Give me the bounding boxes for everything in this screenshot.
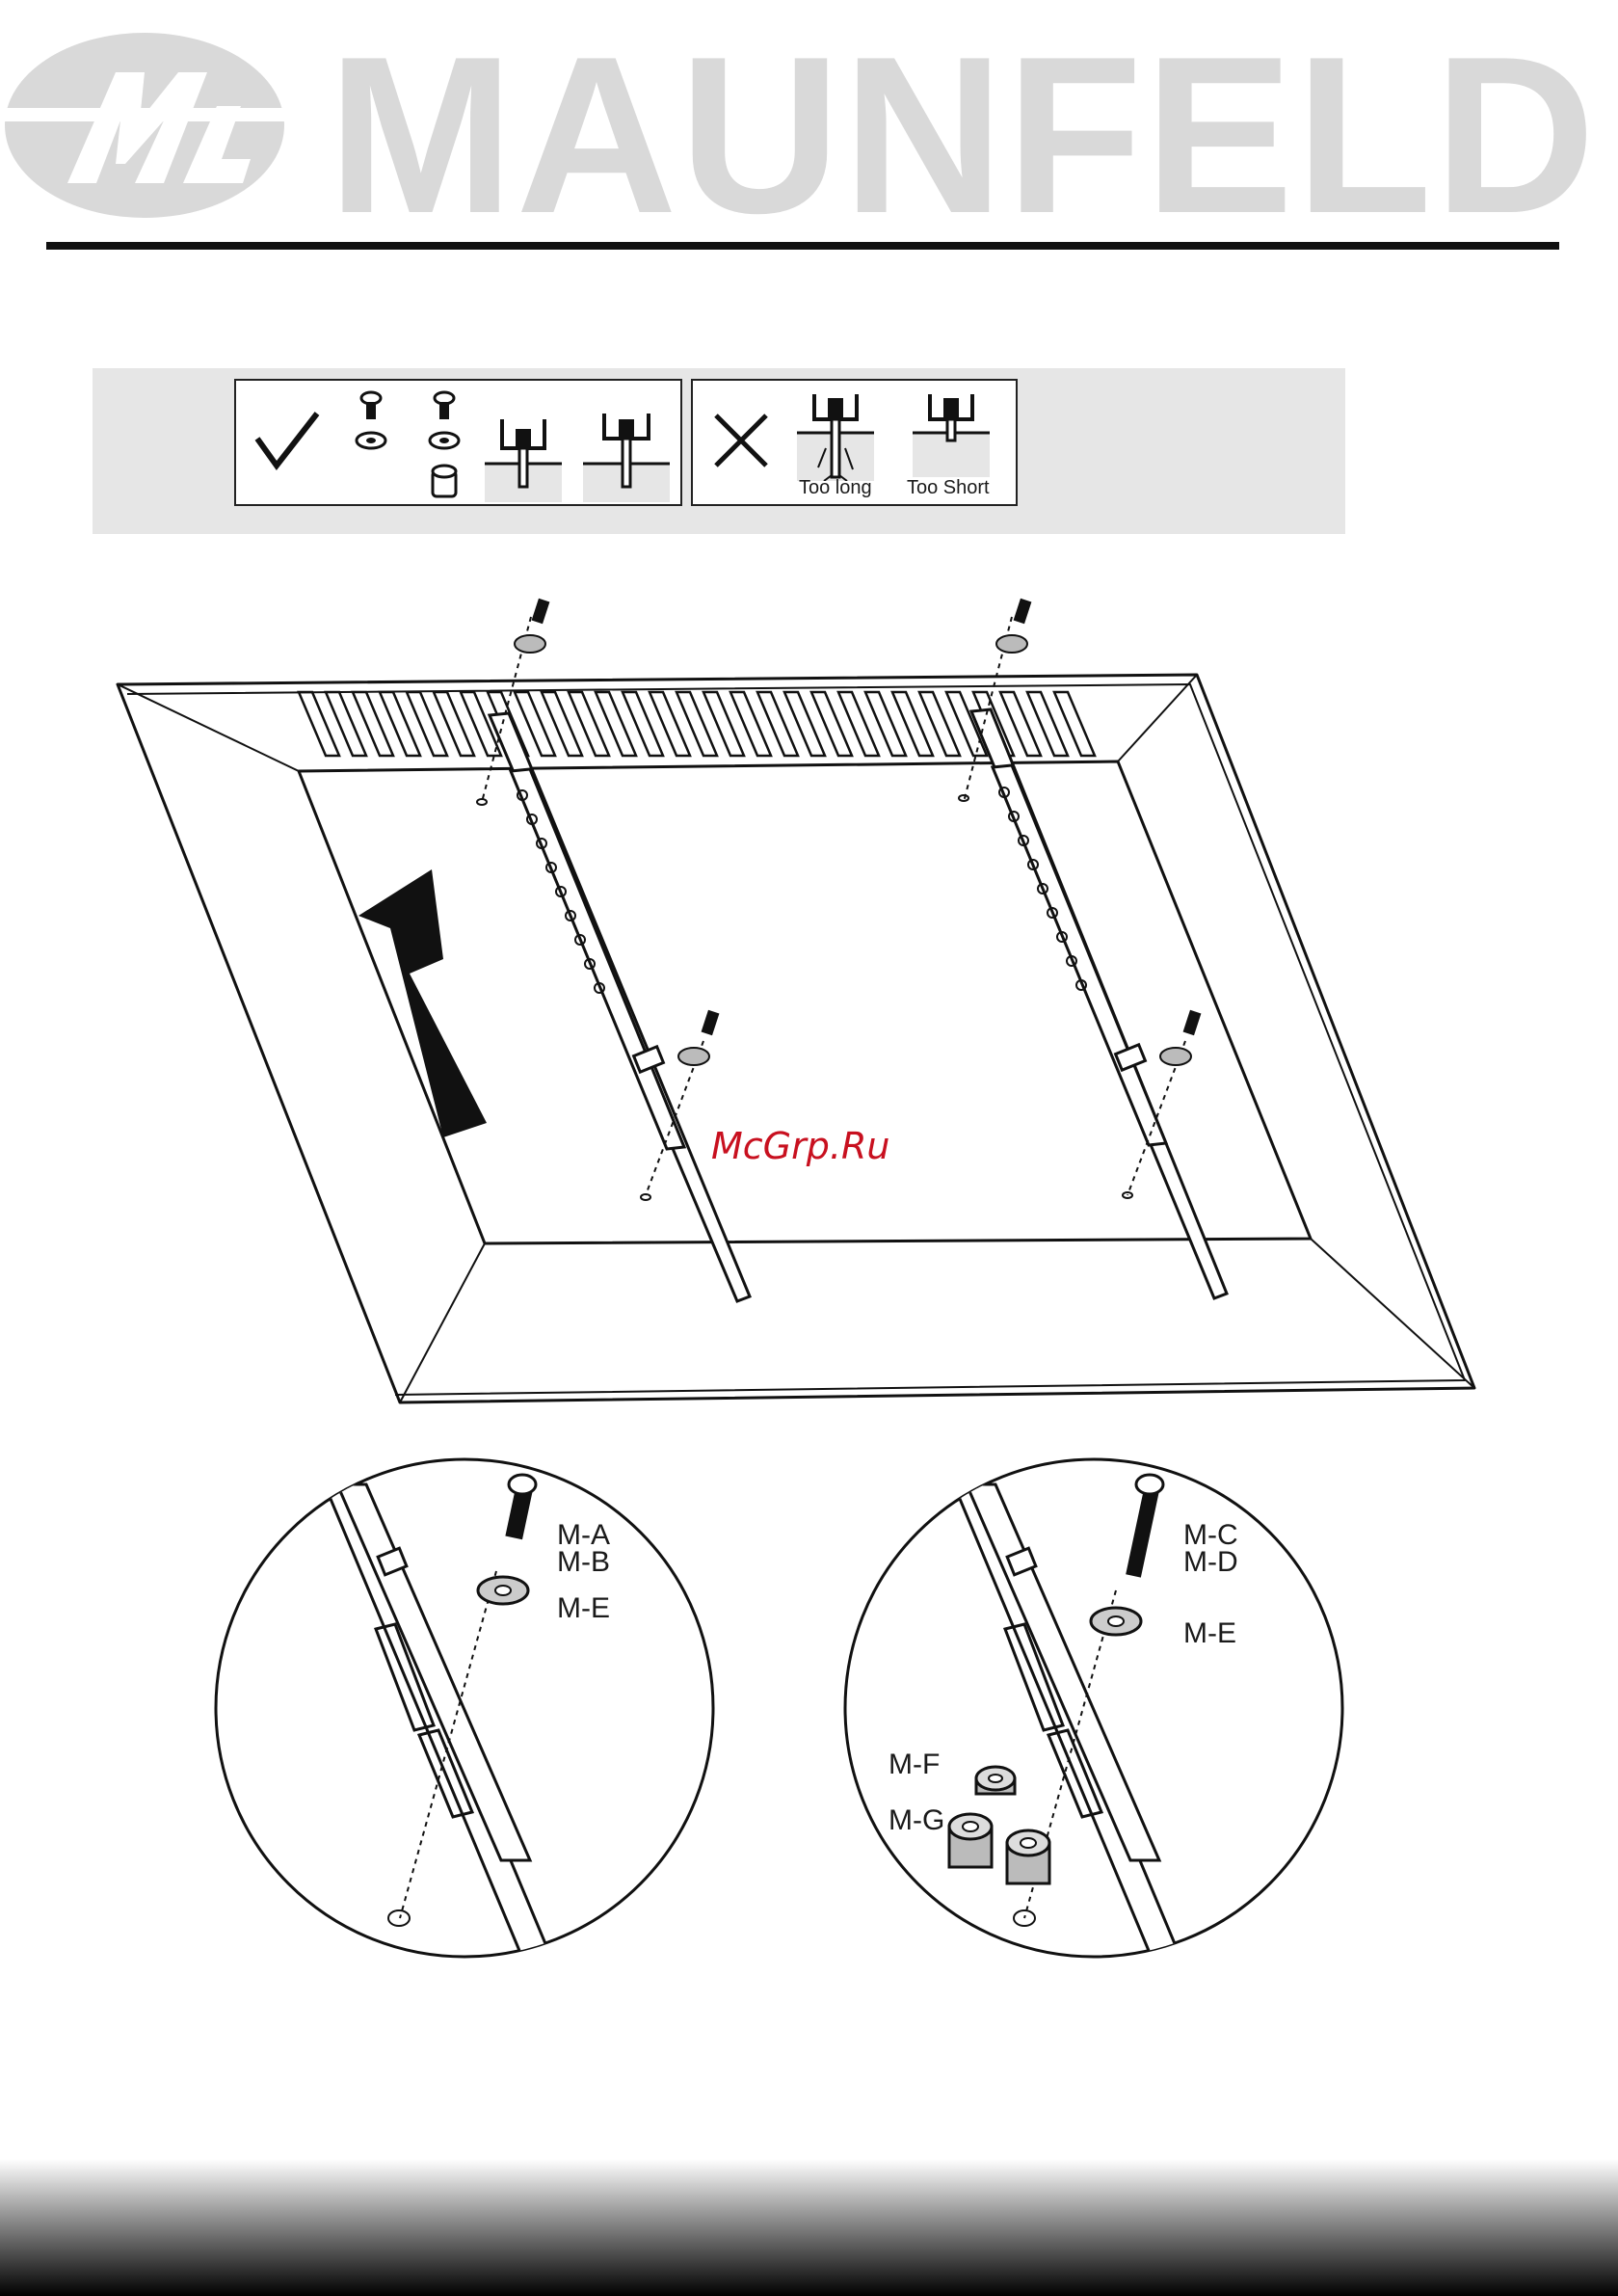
header: MAUNFELD xyxy=(0,0,1618,260)
too-long-label: Too long xyxy=(799,477,872,499)
brand-name: MAUNFELD xyxy=(328,24,1598,248)
detail-right-circle xyxy=(841,1455,1347,1962)
label-m-e-right: M-E xyxy=(1183,1619,1236,1648)
cross-icon xyxy=(712,412,770,469)
up-arrow-icon xyxy=(358,869,487,1137)
too-short-screw-icon xyxy=(913,390,990,477)
correct-depth-icon xyxy=(485,410,562,502)
label-m-e-left: M-E xyxy=(557,1594,610,1623)
detail-left-circle xyxy=(212,1455,718,1962)
screw-length-guide: Too long Too Short xyxy=(93,368,1345,534)
left-bracket xyxy=(490,713,750,1301)
tv-bracket-illustration xyxy=(106,588,1494,1417)
correct-screw-box xyxy=(234,379,682,506)
screw-washer-icon xyxy=(352,390,390,458)
right-bracket xyxy=(971,709,1227,1298)
check-icon xyxy=(253,410,321,471)
footer-gradient-bar xyxy=(0,2159,1618,2296)
screw-washer-spacer-icon xyxy=(425,390,464,504)
label-m-b: M-B xyxy=(557,1548,610,1577)
label-m-d: M-D xyxy=(1183,1548,1238,1577)
label-m-f: M-F xyxy=(889,1750,940,1779)
watermark: McGrp.Ru xyxy=(711,1125,889,1167)
brand-logo-icon xyxy=(0,29,289,222)
too-long-screw-icon xyxy=(797,390,874,481)
label-m-g: M-G xyxy=(889,1806,944,1835)
wrong-screw-box: Too long Too Short xyxy=(691,379,1018,506)
correct-depth-spacer-icon xyxy=(583,410,670,502)
too-short-label: Too Short xyxy=(907,477,990,499)
header-rule xyxy=(46,242,1559,250)
